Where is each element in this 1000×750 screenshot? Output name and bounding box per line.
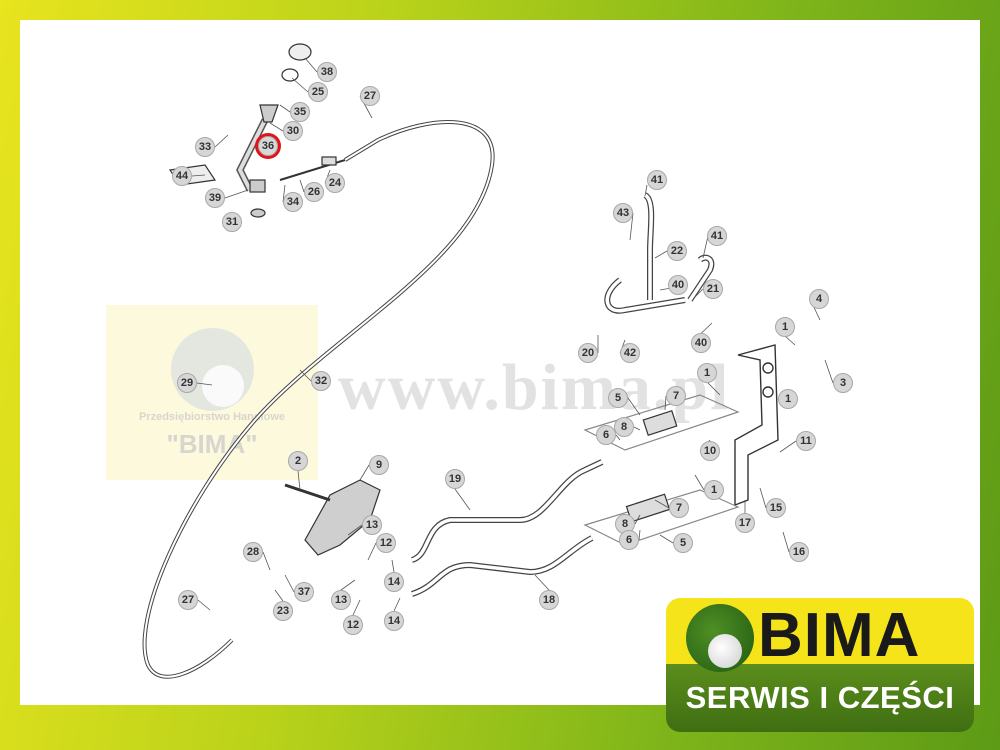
callout[interactable]: 7 — [669, 498, 689, 518]
callout[interactable]: 12 — [343, 615, 363, 635]
callout[interactable]: 32 — [311, 371, 331, 391]
logo-name: BIMA — [758, 601, 921, 670]
watermark-company-sub: Przedsiębiorstwo Handlowe — [138, 411, 286, 423]
callout[interactable]: 42 — [620, 343, 640, 363]
callout[interactable]: 27 — [178, 590, 198, 610]
callout[interactable]: 37 — [294, 582, 314, 602]
callout[interactable]: 1 — [704, 480, 724, 500]
hose-19 — [410, 459, 604, 563]
callout[interactable]: 22 — [667, 241, 687, 261]
callout[interactable]: 33 — [195, 137, 215, 157]
callout[interactable]: 38 — [317, 62, 337, 82]
callout[interactable]: 39 — [205, 188, 225, 208]
callout[interactable]: 19 — [445, 469, 465, 489]
lever-assembly — [168, 43, 346, 218]
callout[interactable]: 40 — [668, 275, 688, 295]
callout[interactable]: 5 — [608, 388, 628, 408]
callout[interactable]: 14 — [384, 572, 404, 592]
callout[interactable]: 3 — [833, 373, 853, 393]
leader-lines — [191, 57, 834, 616]
callout[interactable]: 40 — [691, 333, 711, 353]
callout[interactable]: 18 — [539, 590, 559, 610]
callout[interactable]: 30 — [283, 121, 303, 141]
callout[interactable]: 12 — [376, 533, 396, 553]
callout[interactable]: 34 — [283, 192, 303, 212]
logo-tagline: SERWIS I CZĘŚCI — [666, 664, 974, 732]
callout[interactable]: 27 — [360, 86, 380, 106]
callout[interactable]: 44 — [172, 166, 192, 186]
diagram-panel: Przedsiębiorstwo Handlowe "BIMA" www.bim… — [20, 20, 980, 705]
callout[interactable]: 8 — [615, 514, 635, 534]
callout[interactable]: 9 — [369, 455, 389, 475]
callout[interactable]: 28 — [243, 542, 263, 562]
callout[interactable]: 23 — [273, 601, 293, 621]
callout[interactable]: 24 — [325, 173, 345, 193]
callout[interactable]: 25 — [308, 82, 328, 102]
callout[interactable]: 21 — [703, 279, 723, 299]
hose-18 — [410, 535, 594, 597]
callout[interactable]: 35 — [290, 102, 310, 122]
callout[interactable]: 17 — [735, 513, 755, 533]
callout[interactable]: 10 — [700, 441, 720, 461]
callout[interactable]: 31 — [222, 212, 242, 232]
callout[interactable]: 6 — [596, 425, 616, 445]
callout[interactable]: 2 — [288, 451, 308, 471]
callout[interactable]: 13 — [362, 515, 382, 535]
bima-logo: SERWIS I CZĘŚCI BIMA — [666, 598, 976, 738]
callout[interactable]: 29 — [177, 373, 197, 393]
valve-9 — [284, 479, 381, 556]
callout[interactable]: 16 — [789, 542, 809, 562]
callout[interactable]: 1 — [697, 363, 717, 383]
callout[interactable]: 11 — [796, 431, 816, 451]
callout[interactable]: 41 — [647, 170, 667, 190]
logo-white-ball-icon — [708, 634, 742, 668]
watermark-url: www.bima.pl — [338, 351, 731, 424]
callout[interactable]: 7 — [666, 386, 686, 406]
callout[interactable]: 1 — [775, 317, 795, 337]
breather-hoses — [604, 192, 715, 314]
callout[interactable]: 26 — [304, 182, 324, 202]
callout[interactable]: 6 — [619, 530, 639, 550]
callout[interactable]: 41 — [707, 226, 727, 246]
callout[interactable]: 8 — [614, 417, 634, 437]
bracket-17 — [734, 344, 779, 507]
callout[interactable]: 14 — [384, 611, 404, 631]
callout[interactable]: 15 — [766, 498, 786, 518]
callout[interactable]: 5 — [673, 533, 693, 553]
watermark-logo-ball — [202, 365, 244, 407]
callout[interactable]: 20 — [578, 343, 598, 363]
callout[interactable]: 1 — [778, 389, 798, 409]
callout[interactable]: 13 — [331, 590, 351, 610]
cable-32 — [142, 120, 495, 679]
filter-assemblies — [583, 394, 740, 546]
callout[interactable]: 43 — [613, 203, 633, 223]
callout[interactable]: 4 — [809, 289, 829, 309]
callout-highlighted[interactable]: 36 — [258, 136, 278, 156]
